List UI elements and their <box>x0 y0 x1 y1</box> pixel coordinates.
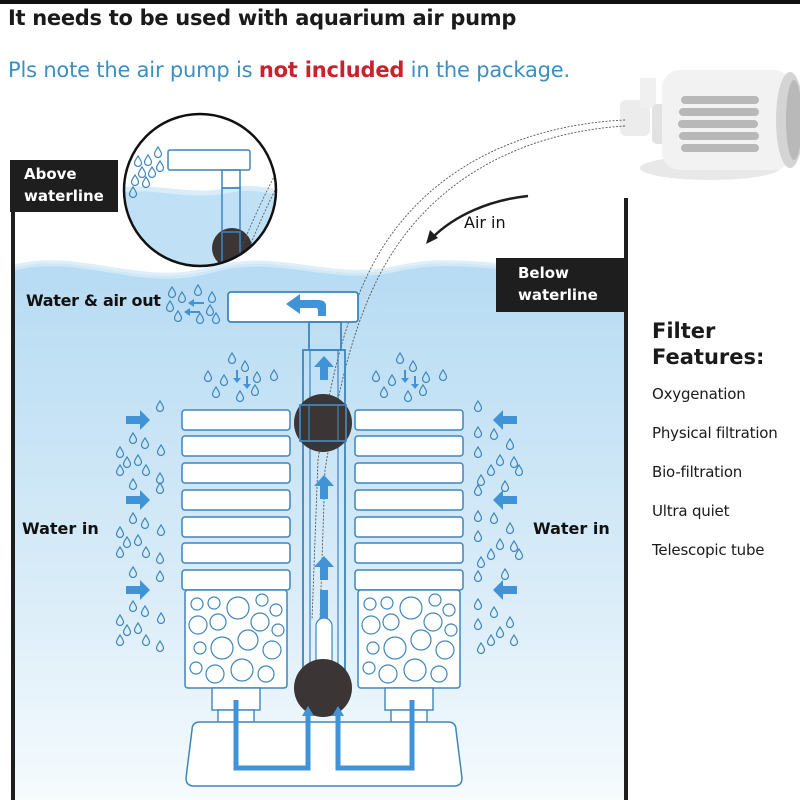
note-highlight: not included <box>258 58 405 82</box>
left-sponge <box>181 409 291 733</box>
package-note: Pls note the air pump is not included in… <box>8 58 570 82</box>
feature-item: Oxygenation <box>652 385 746 403</box>
magnifier-lens <box>122 112 278 268</box>
features-title: Filter Features: <box>652 318 800 370</box>
water-in-left-label: Water in <box>22 519 99 538</box>
top-border <box>0 0 800 4</box>
top-droplets <box>203 352 448 403</box>
filter-base <box>185 700 463 787</box>
below-waterline-line1: Below <box>518 264 569 282</box>
lower-valve <box>294 617 352 717</box>
upper-valve <box>294 394 352 452</box>
feature-item: Ultra quiet <box>652 502 730 520</box>
feature-item: Telescopic tube <box>652 541 765 559</box>
outflow-bubbles <box>165 284 221 325</box>
below-waterline-line2: waterline <box>518 286 598 304</box>
feature-item: Physical filtration <box>652 424 778 442</box>
features-panel: Filter Features: Oxygenation Physical fi… <box>652 318 800 579</box>
feature-item: Bio-filtration <box>652 463 743 481</box>
air-in-arrow <box>431 194 529 239</box>
air-pump-icon <box>620 70 800 180</box>
headline: It needs to be used with aquarium air pu… <box>8 6 517 30</box>
air-in-arrowhead <box>426 230 438 244</box>
below-waterline-tag: Below waterline <box>496 258 626 312</box>
flow-arrow-icon <box>286 294 326 316</box>
note-prefix: Pls note the air pump is <box>8 58 259 82</box>
above-waterline-line1: Above <box>24 165 77 183</box>
water-air-out-label: Water & air out <box>26 291 161 310</box>
air-in-label: Air in <box>464 213 506 232</box>
above-waterline-tag: Above waterline <box>10 160 118 212</box>
right-sponge <box>354 409 464 733</box>
above-waterline-line2: waterline <box>24 187 104 205</box>
features-title-line1: Filter <box>652 319 716 343</box>
water-in-right-label: Water in <box>533 519 610 538</box>
features-title-line2: Features: <box>652 345 765 369</box>
outlet-head <box>227 291 359 323</box>
note-suffix: in the package. <box>404 58 570 82</box>
